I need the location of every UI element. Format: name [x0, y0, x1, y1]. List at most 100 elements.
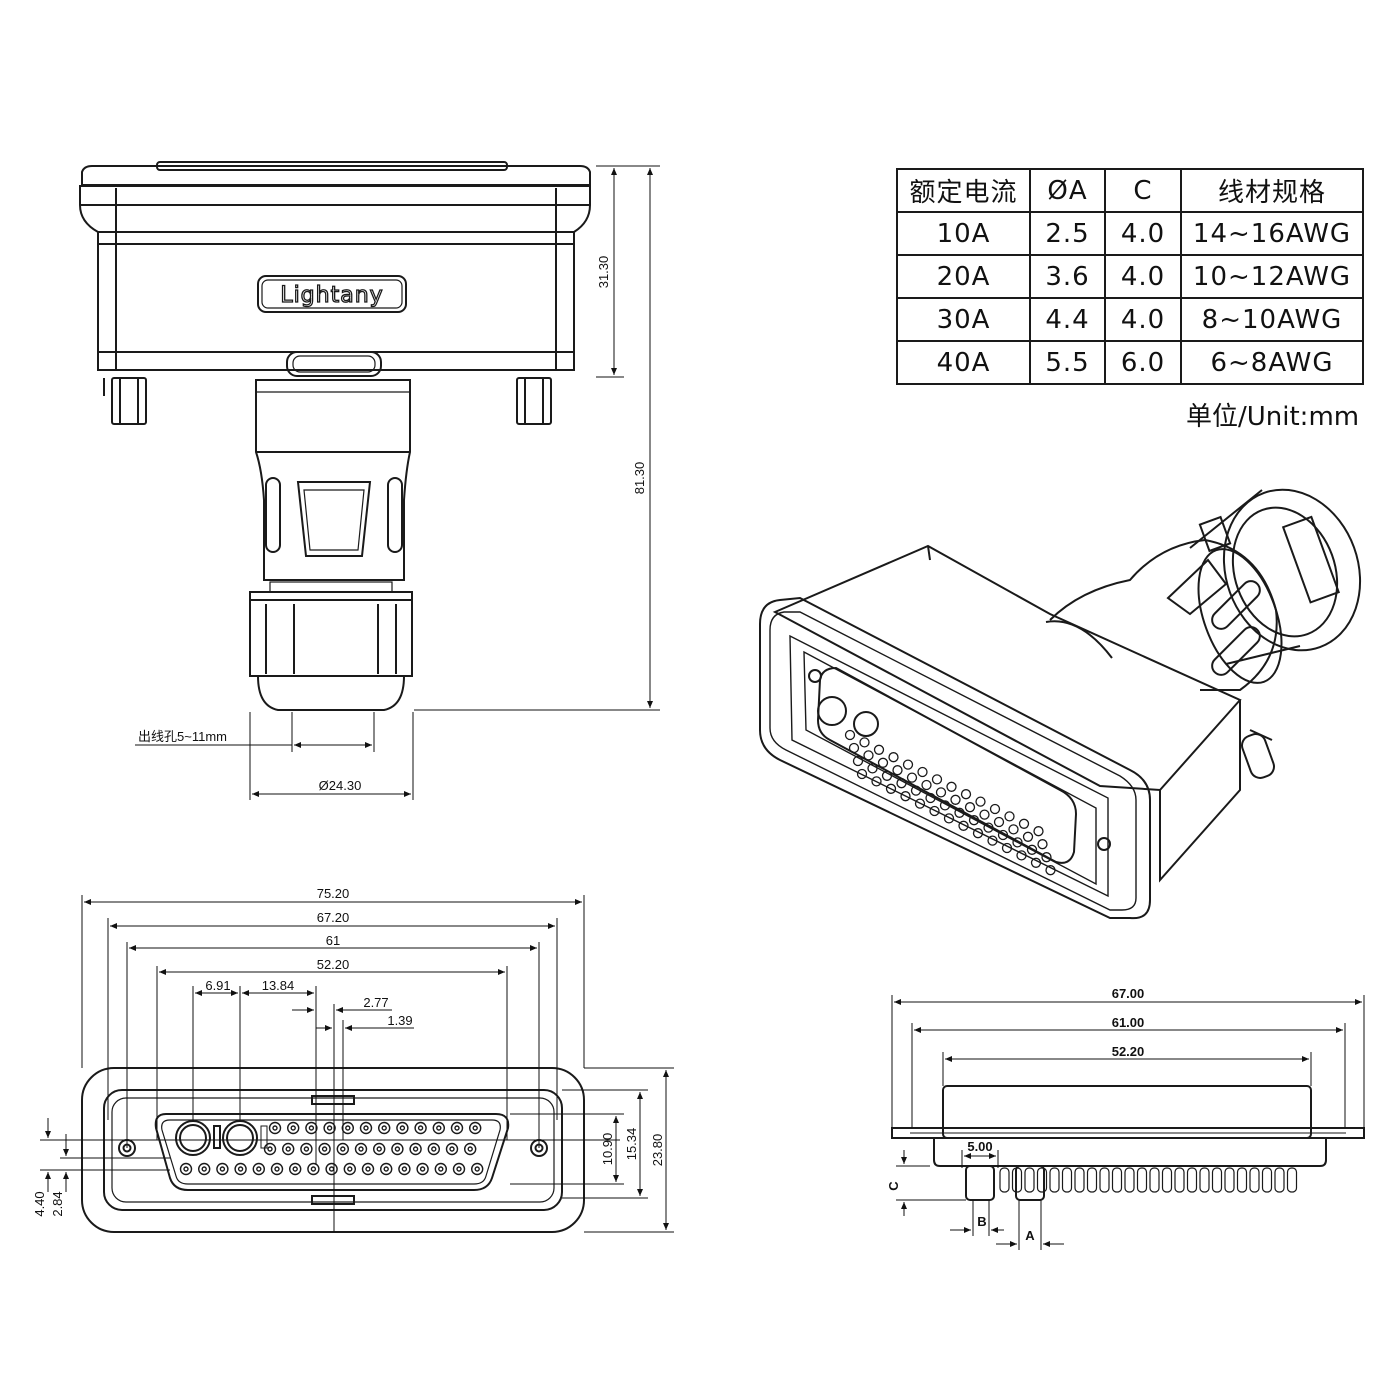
solder-cup — [1099, 1167, 1110, 1193]
contact-pin — [398, 1162, 411, 1176]
contact-pin — [354, 1142, 368, 1156]
dim-bottom-w2: 61.00 — [1112, 1015, 1145, 1030]
contact-pin — [289, 1162, 302, 1176]
contact-pin-center — [285, 1146, 291, 1152]
solder-cup — [1224, 1167, 1235, 1193]
contact-pin-center — [438, 1166, 444, 1172]
contact-pin — [1004, 811, 1015, 822]
contact-pin-center — [472, 1125, 478, 1131]
contact-pin — [300, 1142, 313, 1156]
solder-cup — [1174, 1167, 1185, 1193]
table-cell: 30A — [896, 297, 1031, 342]
contact-pin — [929, 805, 940, 817]
table-cell: 2.5 — [1029, 211, 1106, 256]
solder-cup — [1149, 1167, 1160, 1193]
bottom-pins — [999, 1167, 1298, 1193]
solder-cup — [1061, 1167, 1073, 1193]
table-cell: 10A — [896, 211, 1031, 256]
contact-pin — [921, 779, 932, 791]
solder-cup — [1111, 1167, 1123, 1193]
contact-pin — [325, 1162, 338, 1176]
contact-pin — [305, 1121, 318, 1135]
side-view-dimensions — [135, 165, 660, 800]
contact-pin — [856, 768, 868, 780]
contact-pin — [993, 816, 1005, 828]
table-cell: 8~10AWG — [1180, 297, 1364, 342]
brand-logo: Lightany — [280, 283, 383, 308]
contact-pin — [871, 776, 882, 787]
contact-pin-center — [321, 1146, 328, 1152]
spec-table: 额定电流 ØA C 线材规格 10A 2.5 4.0 14~16AWG 20A … — [896, 168, 1364, 385]
dim-front-w2: 67.20 — [317, 910, 350, 925]
solder-cup — [1074, 1167, 1085, 1193]
table-cell: 14~16AWG — [1180, 211, 1364, 256]
contact-pin — [427, 1142, 440, 1156]
contact-pin — [197, 1162, 211, 1176]
table-row: 10A 2.5 4.0 14~16AWG — [896, 211, 1364, 256]
unit-note: 单位/Unit:mm — [1186, 402, 1360, 432]
contact-pin — [1041, 852, 1052, 863]
contact-pin — [848, 742, 860, 754]
bottom-view — [891, 1085, 1365, 1201]
contact-pin-center — [436, 1125, 442, 1131]
contact-pin — [939, 800, 951, 811]
contact-pin-center — [381, 1125, 387, 1131]
solder-cup — [1049, 1167, 1060, 1193]
solder-cup — [1124, 1167, 1135, 1193]
dim-front-w4: 52.20 — [317, 957, 350, 972]
contact-pin-center — [272, 1125, 278, 1131]
contact-pin — [434, 1162, 447, 1176]
contact-pin-center — [412, 1146, 419, 1152]
contact-pin — [935, 787, 947, 798]
contact-pin — [1030, 857, 1042, 868]
contact-pin — [416, 1162, 429, 1176]
contact-pin-center — [237, 1166, 244, 1172]
contact-pin — [1026, 844, 1038, 855]
contact-pin-center — [417, 1125, 424, 1131]
contact-pin-center — [308, 1125, 315, 1131]
contact-pin — [1008, 824, 1019, 835]
contact-pin-center — [340, 1146, 346, 1152]
contact-pin — [287, 1121, 300, 1135]
contact-pin-center — [219, 1166, 226, 1172]
solder-cup — [1286, 1167, 1298, 1193]
contact-pin — [888, 752, 899, 763]
table-cell: 4.0 — [1104, 211, 1182, 256]
contact-pin-center — [345, 1125, 351, 1131]
front-view-dimensions — [40, 895, 674, 1233]
contact-pin — [318, 1142, 331, 1156]
contact-pin-center — [467, 1146, 473, 1152]
dim-front-v1: 4.40 — [32, 1191, 47, 1216]
contact-pin-center — [363, 1125, 369, 1131]
contact-pin — [391, 1142, 404, 1156]
solder-cup — [1199, 1167, 1210, 1193]
contact-pin — [263, 1142, 277, 1156]
contact-pin — [896, 778, 907, 789]
contact-pin — [452, 1162, 466, 1176]
contact-pin — [906, 772, 918, 783]
contact-pin — [282, 1142, 295, 1156]
contact-pin — [852, 755, 864, 767]
contact-pin — [943, 813, 955, 824]
contact-pin — [960, 789, 972, 800]
table-cell: 4.0 — [1104, 297, 1182, 342]
front-pins — [179, 1121, 484, 1176]
contact-pin — [1012, 837, 1023, 848]
contact-pin — [946, 781, 957, 792]
dim-pitch-large: 6.91 — [205, 978, 230, 993]
contact-pin — [1018, 818, 1030, 829]
contact-pin — [216, 1162, 229, 1176]
contact-pin — [910, 785, 922, 796]
contact-pin — [380, 1162, 393, 1176]
contact-pin-center — [303, 1146, 310, 1152]
contact-pin-center — [347, 1166, 353, 1172]
contact-pin — [359, 1121, 373, 1135]
dim-pitch-mid: 13.84 — [262, 978, 295, 993]
solder-cup — [999, 1167, 1010, 1193]
contact-pin — [900, 791, 911, 802]
contact-pin — [873, 744, 885, 755]
contact-pin-center — [310, 1166, 317, 1172]
dim-bottom-w3: 52.20 — [1112, 1044, 1145, 1059]
contact-pin — [925, 792, 936, 804]
contact-pin-center — [328, 1166, 335, 1172]
